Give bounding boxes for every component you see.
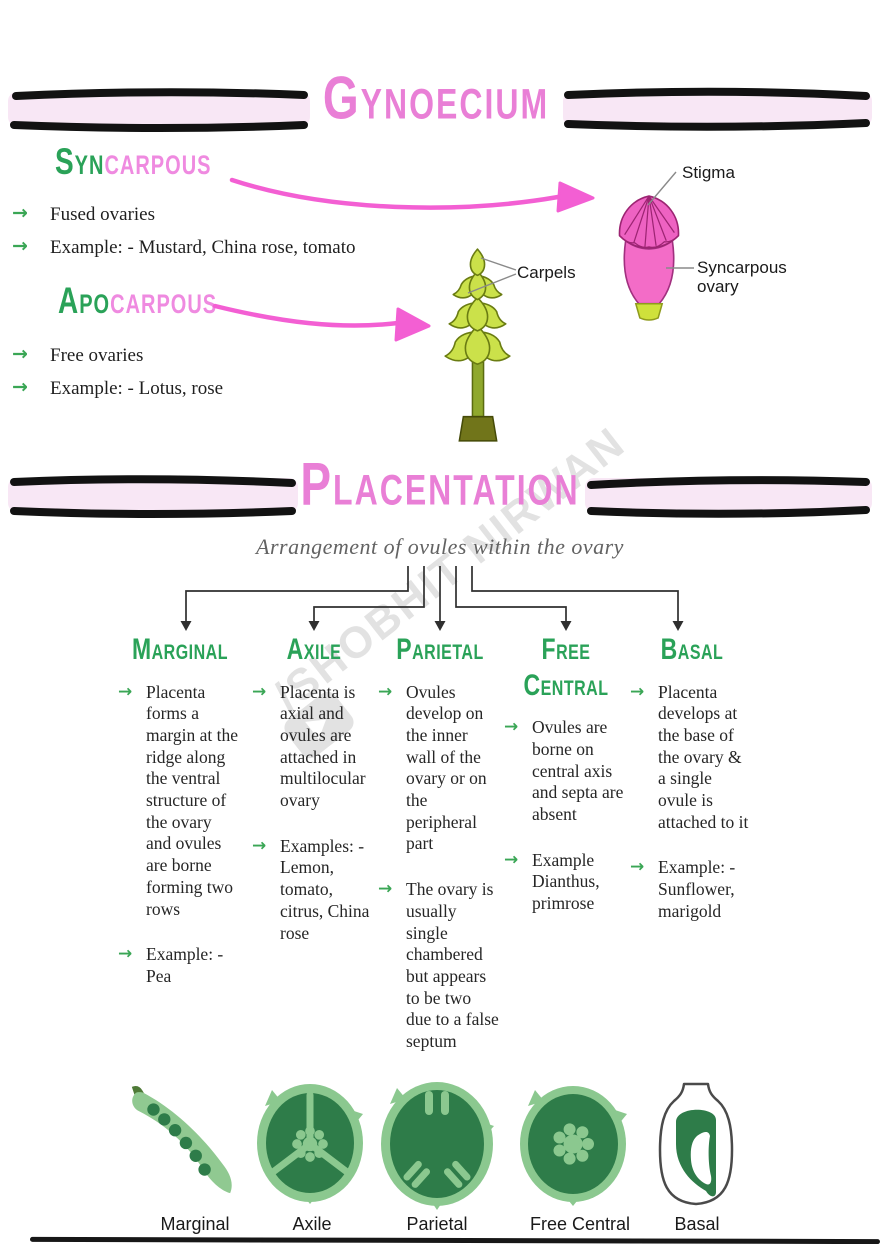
bullet-row: → Ovules develop on the inner wall of th… [378, 681, 487, 854]
bullet-row: → Example: - Pea [118, 944, 224, 986]
bullet-row: → Example Dianthus, primrose [504, 849, 600, 914]
apocarpous-heading-pink: carpous [110, 279, 218, 321]
bullet-row: → Placenta develops at the base of the o… [630, 681, 749, 832]
bullet-row: → The ovary is usually single chambered … [378, 879, 499, 1051]
bullet-text: Example: - Mustard, China rose, tomato [50, 236, 356, 258]
bullet-text: Fused ovaries [50, 204, 156, 225]
column-marginal: Marginal → Placenta forms a margin at th… [118, 631, 242, 1012]
bullet-row: → Placenta forms a margin at the ridge a… [118, 681, 239, 919]
column-title: Free Central [523, 631, 609, 702]
marginal-diagram [131, 1086, 232, 1194]
marginal-figure-label: Marginal [160, 1214, 230, 1234]
free-central-diagram [520, 1086, 627, 1206]
bullet-text: Free ovaries [50, 345, 144, 366]
bullet-arrow-icon: → [504, 717, 519, 738]
apocarpous-bullets: → Free ovaries → Example: - Lotus, rose [12, 344, 392, 401]
bullet-row: → Example: - Mustard, China rose, tomato [12, 234, 432, 260]
syncarpous-ovary-label: Syncarpous ovary [697, 258, 787, 296]
banner-bar [563, 92, 872, 126]
page-title-text: Gynoecium [322, 63, 550, 132]
bullet-arrow-icon: → [630, 681, 645, 702]
bullet-row: → Placenta is axial and ovules are attac… [252, 681, 366, 811]
column-title: Parietal [396, 631, 484, 666]
bullet-arrow-icon: → [12, 234, 28, 257]
syncarpous-ovary-label-line1: Syncarpous [697, 258, 787, 277]
column-axile: Axile → Placenta is axial and ovules are… [252, 631, 376, 968]
bullet-arrow-icon: → [12, 202, 28, 224]
column-basal: Basal → Placenta develops at the base of… [630, 631, 754, 947]
syncarpous-ovary-label-line2: ovary [697, 277, 739, 297]
column-title: Basal [660, 631, 724, 666]
bullet-arrow-icon: → [378, 681, 393, 702]
stigma-label: Stigma [682, 163, 735, 182]
bullet-arrow-icon: → [118, 944, 133, 965]
syncarpous-heading-pink: carpous [104, 140, 212, 182]
axile-diagram [257, 1084, 363, 1204]
bullet-row: → Ovules are borne on central axis and s… [504, 717, 624, 825]
apocarpous-heading-green: Apo [58, 279, 111, 321]
bullet-arrow-icon: → [630, 857, 645, 878]
placentation-subtitle: Arrangement of ovules within the ovary [256, 534, 624, 559]
bullet-arrow-icon: → [378, 879, 393, 900]
banner-bar [8, 92, 310, 126]
carpels-label: Carpels [517, 263, 576, 282]
bullet-arrow-icon: → [12, 343, 28, 365]
bullet-arrow-icon: → [252, 681, 267, 702]
column-title: Marginal [131, 631, 229, 666]
basal-diagram [658, 1082, 734, 1206]
syncarpous-ovary-diagram [618, 195, 680, 321]
column-free-central: Free Central → Ovules are borne on centr… [504, 631, 628, 939]
page-title: Gynoecium [276, 63, 596, 132]
bullet-row: → Example: - Sunflower, marigold [630, 857, 736, 921]
bullet-arrow-icon: → [252, 835, 267, 856]
syncarpous-heading-green: Syn [55, 140, 105, 182]
syncarpous-heading: Syncarpous [55, 141, 211, 182]
apocarpous-heading: Apocarpous [58, 280, 217, 321]
carpels-diagram [444, 248, 511, 442]
column-parietal: Parietal → Ovules develop on the inner w… [378, 631, 502, 1077]
bullet-arrow-icon: → [12, 375, 28, 398]
syncarpous-bullets: → Fused ovaries → Example: - Mustard, Ch… [12, 203, 432, 260]
bullet-row: → Example: - Lotus, rose [12, 375, 392, 401]
placentation-title-text: Placentation [300, 449, 580, 518]
free-central-figure-label: Free Central [529, 1214, 631, 1234]
bullet-row: → Examples: - Lemon, tomato, citrus, Chi… [252, 835, 370, 943]
bullet-arrow-icon: → [118, 681, 133, 702]
bullet-arrow-icon: → [504, 849, 519, 870]
column-title: Axile [286, 631, 342, 666]
basal-figure-label: Basal [674, 1214, 720, 1234]
axile-figure-label: Axile [292, 1214, 332, 1234]
bullet-row: → Free ovaries [12, 344, 392, 368]
banner-bar [585, 478, 872, 512]
placentation-title: Placentation [280, 449, 600, 518]
bullet-text: Example: - Lotus, rose [50, 377, 224, 399]
bottom-banner-stroke [29, 1236, 880, 1244]
bullet-row: → Fused ovaries [12, 203, 432, 227]
parietal-figure-label: Parietal [406, 1214, 468, 1234]
banner-bar [8, 478, 298, 512]
parietal-diagram [381, 1082, 494, 1210]
